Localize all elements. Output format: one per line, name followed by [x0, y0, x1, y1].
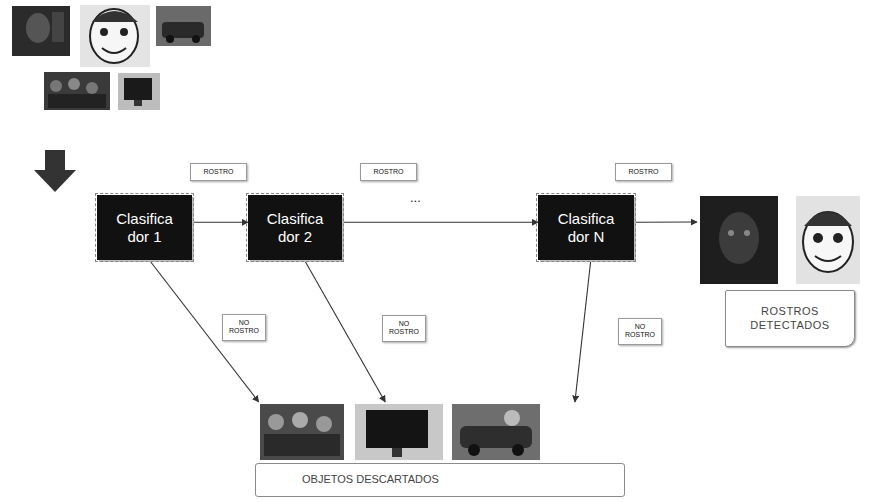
input-images-shape — [80, 5, 150, 67]
input-images-shape — [166, 35, 174, 43]
callout-box: OBJETOS DESCARTADOS — [255, 463, 625, 497]
input-images-shape — [102, 48, 126, 53]
input-images-shape — [52, 12, 64, 42]
discarded-object-images-shape — [316, 416, 332, 432]
classifier-box: Clasifica dor 2 — [248, 195, 342, 260]
detected-face-images-shape — [796, 196, 860, 284]
input-images-shape — [100, 28, 108, 36]
discarded-object-images — [260, 404, 540, 460]
edge-label: ROSTRO — [615, 163, 672, 181]
flow-arrow — [342, 222, 538, 223]
input-images-shape — [68, 78, 80, 90]
flow-arrow — [575, 260, 591, 402]
input-arrow-shape — [34, 150, 76, 192]
detected-face-images-shape — [815, 256, 841, 261]
input-images-shape — [26, 13, 50, 43]
callout-box: ROSTROS DETECTADOS — [725, 290, 855, 347]
detected-face-images — [700, 196, 860, 284]
input-images-shape — [48, 94, 106, 108]
discarded-object-images-shape — [292, 412, 308, 428]
discarded-object-images-shape — [512, 444, 524, 456]
edge-label: ROSTRO — [190, 163, 247, 181]
discarded-object-images-shape — [366, 410, 428, 448]
detected-face-images-shape — [719, 212, 759, 264]
discarded-object-images-shape — [452, 404, 540, 460]
detected-faces-group: ROSTROS DETECTADOS — [697, 193, 862, 350]
flow-arrow — [634, 221, 697, 222]
discarded-object-images-shape — [468, 444, 480, 456]
group-caption: ROSTROS DETECTADOS — [748, 305, 832, 333]
input-images-shape — [90, 9, 138, 63]
discarded-object-images-shape — [260, 404, 344, 460]
input-images-shape — [118, 73, 160, 110]
input-arrow — [34, 150, 76, 192]
detected-face-images-shape — [813, 233, 823, 243]
input-images-shape — [192, 35, 200, 43]
detected-face-images-shape — [804, 212, 852, 226]
ellipsis-label: ... — [410, 190, 421, 205]
input-images-shape — [156, 6, 211, 46]
classifier-box: Clasifica dor N — [538, 195, 634, 260]
discarded-objects-group: OBJETOS DESCARTADOS — [255, 402, 627, 499]
input-images-shape — [50, 80, 62, 92]
edge-label: NO ROSTRO — [222, 314, 266, 341]
input-images-shape — [12, 6, 70, 56]
input-images-shape — [134, 100, 142, 106]
edge-label: ROSTRO — [360, 163, 417, 181]
flow-arrow — [192, 222, 248, 223]
input-images — [12, 5, 211, 110]
input-images-shape — [92, 11, 138, 22]
discarded-object-images-shape — [355, 404, 443, 460]
classifier-label: Clasifica dor 1 — [109, 210, 180, 245]
edge-label: NO ROSTRO — [382, 315, 426, 342]
discarded-object-images-shape — [504, 410, 520, 426]
discarded-object-images-shape — [460, 426, 532, 448]
discarded-object-images-shape — [264, 434, 340, 456]
edge-label: NO ROSTRO — [618, 318, 662, 345]
detected-face-images-shape — [744, 230, 750, 236]
detected-face-images-shape — [833, 233, 843, 243]
discarded-object-images-shape — [392, 448, 402, 457]
input-images-shape — [124, 78, 152, 100]
input-images-shape — [120, 28, 128, 36]
detected-face-images-shape — [728, 230, 734, 236]
detected-face-images-shape — [700, 196, 778, 284]
group-caption: OBJETOS DESCARTADOS — [302, 473, 439, 487]
flow-arrow — [304, 260, 385, 402]
discarded-object-images-shape — [268, 414, 284, 430]
input-images-shape — [86, 82, 98, 94]
classifier-label: Clasifica dor N — [550, 210, 622, 245]
detected-face-images-shape — [803, 212, 853, 272]
classifier-label: Clasifica dor 2 — [260, 210, 330, 245]
input-images-shape — [44, 72, 110, 110]
classifier-box: Clasifica dor 1 — [97, 195, 192, 260]
